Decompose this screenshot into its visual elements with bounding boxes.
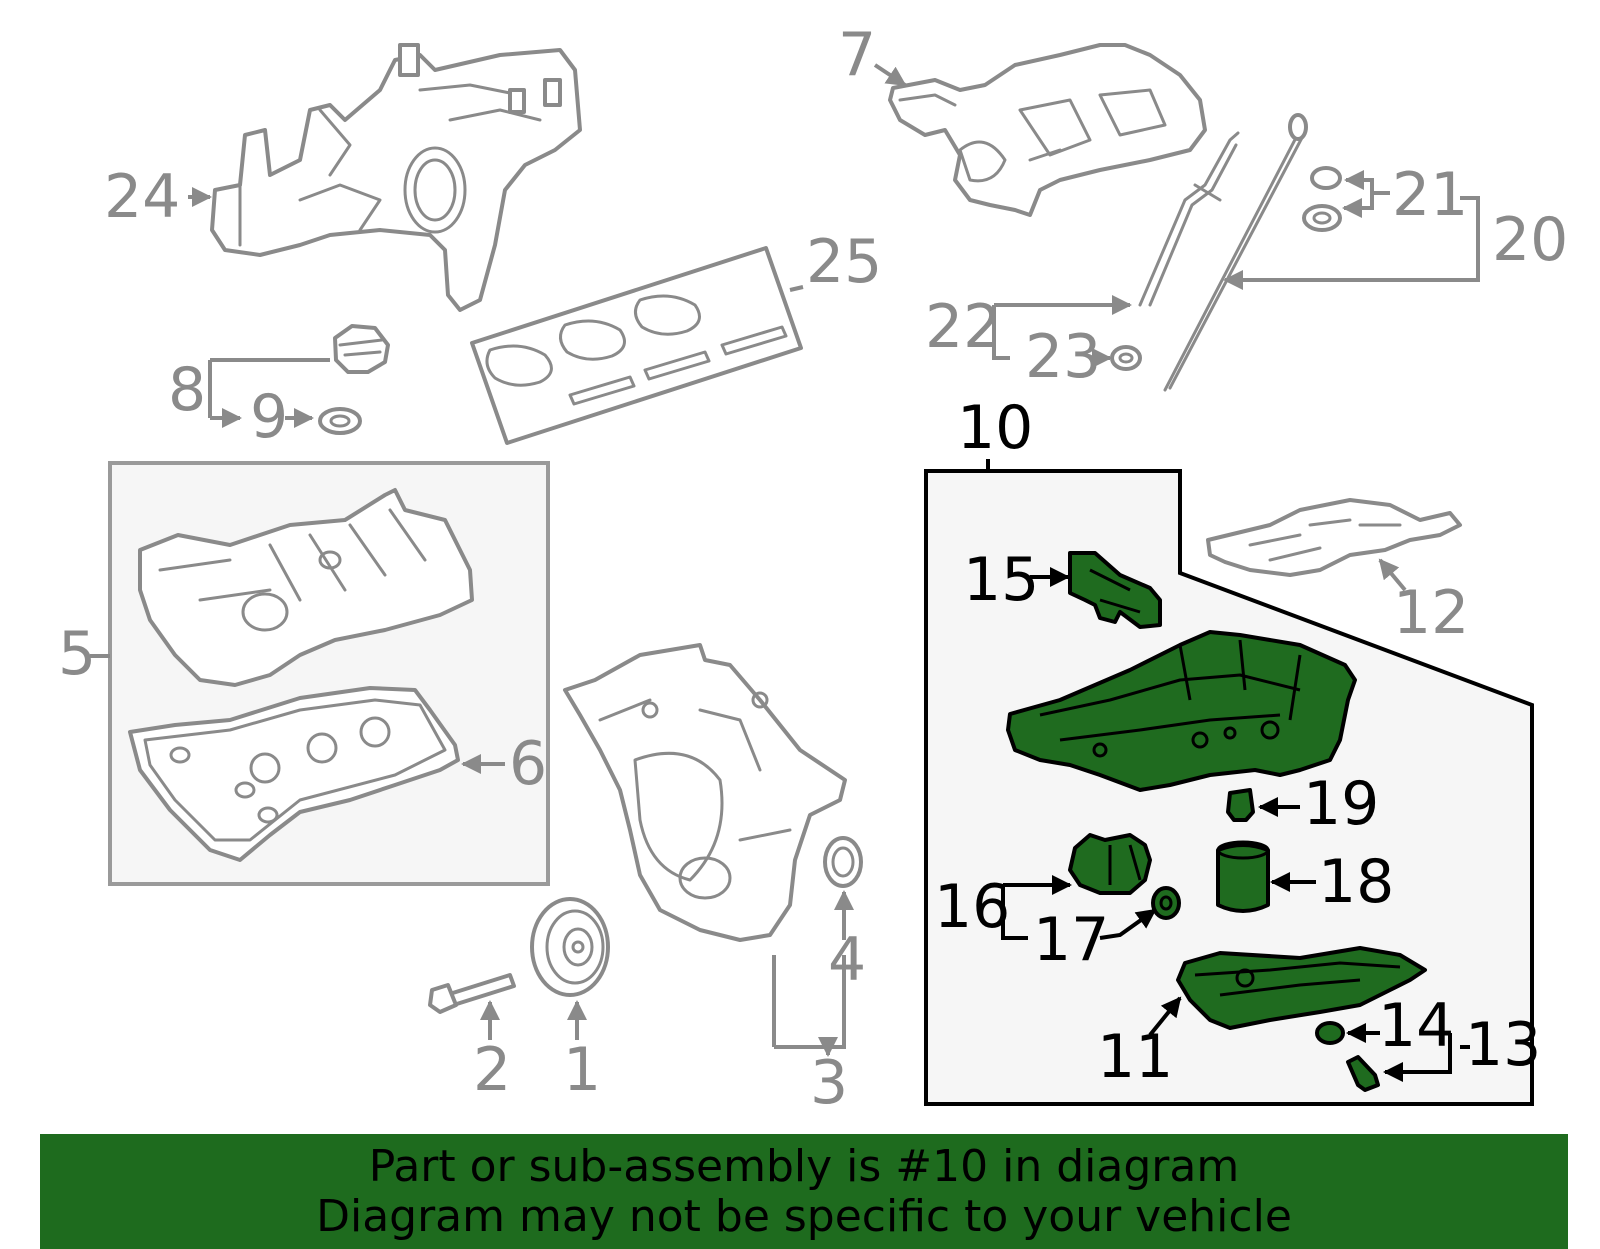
leader-lines-gray xyxy=(90,63,1480,1055)
callout-9[interactable]: 9 xyxy=(250,382,288,452)
callout-19[interactable]: 19 xyxy=(1303,769,1379,839)
intake-gasket-set-part[interactable] xyxy=(470,246,803,445)
oil-sensor-part[interactable] xyxy=(1068,833,1152,895)
callout-1[interactable]: 1 xyxy=(563,1035,601,1105)
callout-17[interactable]: 17 xyxy=(1033,905,1109,975)
dipstick-tube-part[interactable] xyxy=(1138,131,1240,307)
callout-12[interactable]: 12 xyxy=(1393,578,1469,648)
callout-23[interactable]: 23 xyxy=(1025,322,1101,392)
callout-22[interactable]: 22 xyxy=(925,292,1001,362)
dipstick-o-rings-part[interactable] xyxy=(1302,166,1342,232)
callout-7[interactable]: 7 xyxy=(838,20,876,90)
callout-20[interactable]: 20 xyxy=(1492,205,1568,275)
callout-4[interactable]: 4 xyxy=(828,925,866,995)
timing-cover-part[interactable] xyxy=(563,643,847,942)
oil-filler-cap-part[interactable] xyxy=(333,324,390,374)
oil-pan-group-box[interactable] xyxy=(924,469,1534,1106)
cap-seal-part[interactable] xyxy=(318,407,362,435)
callout-10[interactable]: 10 xyxy=(957,393,1033,463)
leader-lines-black xyxy=(986,459,1470,1072)
drain-washer-part[interactable] xyxy=(1315,1021,1345,1045)
callout-16[interactable]: 16 xyxy=(934,872,1010,942)
dipstick-part[interactable] xyxy=(1163,113,1308,392)
banner-line-disclaimer: Diagram may not be specific to your vehi… xyxy=(316,1191,1292,1242)
lower-oil-pan-part[interactable] xyxy=(1176,946,1427,1030)
engine-cover-part[interactable] xyxy=(888,43,1207,217)
intake-manifold-part[interactable] xyxy=(210,43,582,312)
callout-5[interactable]: 5 xyxy=(58,619,96,689)
callout-24[interactable]: 24 xyxy=(104,162,180,232)
baffle-part[interactable] xyxy=(1068,551,1162,629)
callout-21[interactable]: 21 xyxy=(1392,160,1468,230)
callout-15[interactable]: 15 xyxy=(963,545,1039,615)
callout-14[interactable]: 14 xyxy=(1378,991,1454,1061)
valve-cover-gasket-part[interactable] xyxy=(128,686,460,862)
oil-filter-adapter-part[interactable] xyxy=(1226,788,1255,822)
callout-6[interactable]: 6 xyxy=(509,729,547,799)
pulley-bolt-part[interactable] xyxy=(428,973,516,1014)
upper-oil-pan-part[interactable] xyxy=(1006,630,1357,792)
callout-2[interactable]: 2 xyxy=(473,1035,511,1105)
callout-25[interactable]: 25 xyxy=(806,227,882,297)
crank-pulley-part[interactable] xyxy=(530,897,610,997)
callout-3[interactable]: 3 xyxy=(810,1048,848,1118)
front-seal-part[interactable] xyxy=(823,836,863,888)
tube-seal-part[interactable] xyxy=(1110,345,1142,371)
callout-11[interactable]: 11 xyxy=(1097,1022,1173,1092)
oil-filter-part[interactable] xyxy=(1216,840,1270,913)
callouts: 24 7 25 8 9 21 20 22 23 5 6 4 3 2 1 12 1… xyxy=(58,20,1568,1118)
oil-pan-gasket-part[interactable] xyxy=(1206,498,1462,577)
callout-13[interactable]: 13 xyxy=(1465,1010,1541,1080)
valve-cover-part[interactable] xyxy=(138,488,474,687)
callout-8[interactable]: 8 xyxy=(168,355,206,425)
banner-line-part-number: Part or sub-assembly is #10 in diagram xyxy=(368,1141,1240,1192)
sensor-seal-part[interactable] xyxy=(1151,886,1181,920)
info-banner: Part or sub-assembly is #10 in diagram D… xyxy=(40,1134,1568,1249)
callout-18[interactable]: 18 xyxy=(1318,847,1394,917)
